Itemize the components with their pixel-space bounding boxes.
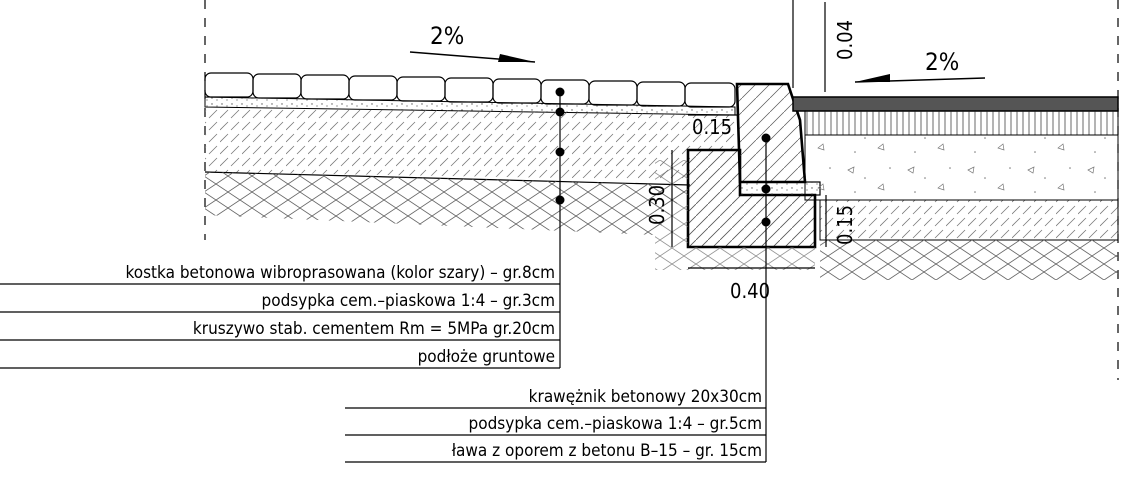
left-layer-1: kostka betonowa wibroprasowana (kolor sz… [125,263,555,283]
subgrade-left [205,172,690,235]
concrete-curb [735,82,807,184]
stabilized-aggregate-left [205,107,735,180]
aggregate-base-right [804,134,1119,201]
subgrade-right [820,240,1118,280]
dim-015-side-label: 0.15 [833,205,857,245]
left-layer-4: podłoże gruntowe [418,347,555,367]
left-layer-2: podsypka cem.–piaskowa 1:4 – gr.3cm [262,291,555,311]
dim-040-label: 0.40 [730,279,770,303]
curb-layer-2: podsypka cem.–piaskowa 1:4 – gr.5cm [469,414,762,434]
slope-left-group: 2% [409,22,536,63]
stabilized-layer-right [819,199,1119,241]
dimension-004: 0.04 [824,2,857,92]
dimension-030: 0.30 [645,150,673,247]
curb-layer-table: krawężnik betonowy 20x30cm podsypka cem.… [345,387,766,463]
left-pavement [204,72,736,235]
binder-layer [804,110,1119,136]
dimension-040: 0.40 [688,267,815,303]
left-layer-3: kruszywo stab. cementem Rm = 5MPa gr.20c… [193,319,555,339]
dim-030-label: 0.30 [645,185,669,225]
curb-layer-3: ława z oporem z betonu B–15 – gr. 15cm [452,441,762,461]
slope-right-group: 2% [854,48,986,83]
dim-015-top-label: 0.15 [692,115,732,139]
slope-left-label: 2% [430,22,464,50]
asphalt-layer [792,96,1119,112]
dimension-015-side: 0.15 [825,195,857,247]
curb-layer-1: krawężnik betonowy 20x30cm [529,387,762,407]
leader-left [555,87,565,368]
right-roadway [792,96,1119,280]
left-layer-table: kostka betonowa wibroprasowana (kolor sz… [0,263,560,369]
slope-right-label: 2% [925,48,959,76]
dim-004-label: 0.04 [833,20,857,60]
subgrade-curb [655,160,815,270]
